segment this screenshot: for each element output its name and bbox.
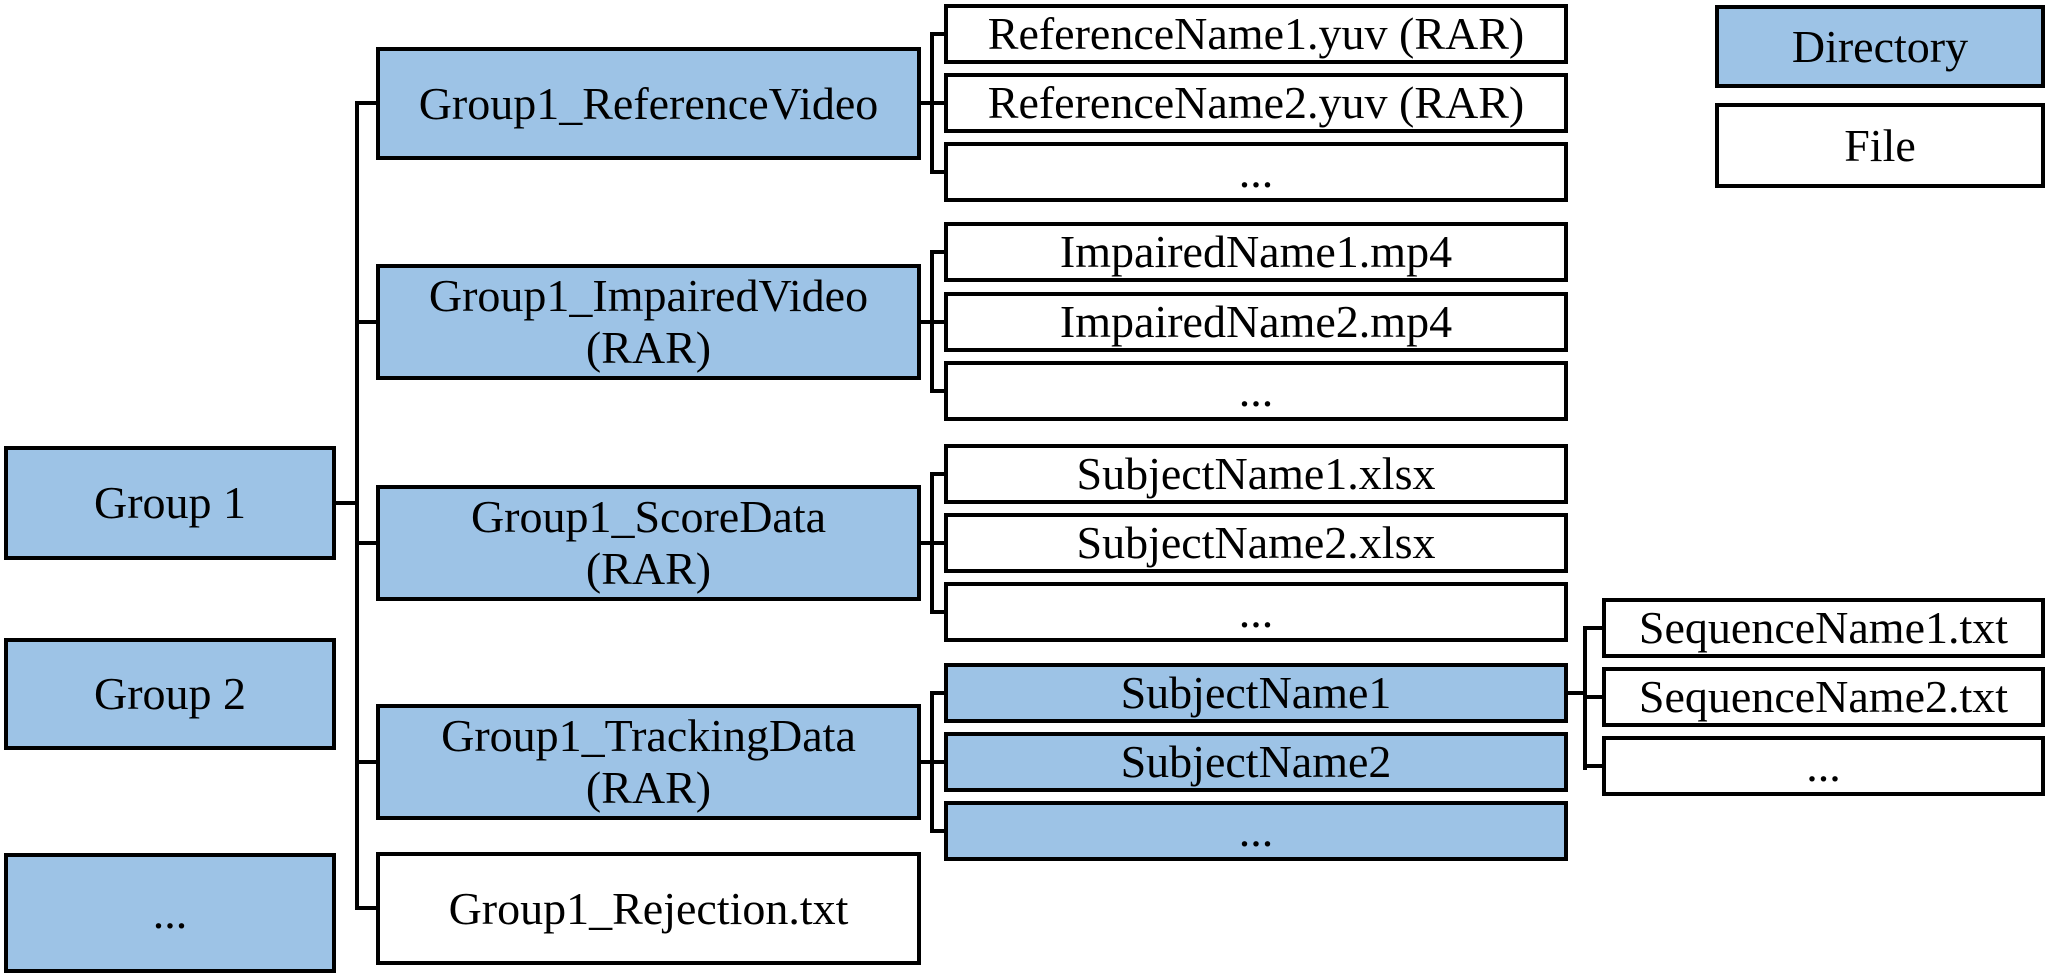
connector-group1-stub [336,501,359,505]
file-label-subjectname1-xlsx: SubjectName1.xlsx [1076,448,1436,499]
file-label-impairedname2: ImpairedName2.mp4 [1059,296,1453,347]
connector-trackingdata-parent-stub [921,760,934,764]
file-box-referencename1: ReferenceName1.yuv (RAR) [944,4,1568,64]
connector-subjectname1-stub [930,691,944,695]
connector-stub-scoredata [355,541,376,545]
dir-label-group-1: Group 1 [93,477,247,528]
connector-subjectname2-stub [930,760,944,764]
connector-reference-ellipsis-stub [930,170,944,174]
file-label-sequencename1: SequenceName1.txt [1638,602,2009,653]
dir-box-subjectname2: SubjectName2 [944,732,1568,792]
file-box-subjectname1-xlsx: SubjectName1.xlsx [944,444,1568,504]
dir-box-group1-impairedvideo: Group1_ImpairedVideo (RAR) [376,264,921,380]
file-box-impairedname1: ImpairedName1.mp4 [944,222,1568,282]
dir-box-group1-trackingdata: Group1_TrackingData (RAR) [376,704,921,820]
file-label-sequencename2: SequenceName2.txt [1638,671,2009,722]
file-box-score-ellipsis: ... [944,582,1568,642]
connector-group1-trunk [355,101,359,910]
file-box-reference-ellipsis: ... [944,142,1568,202]
file-box-impairedname2: ImpairedName2.mp4 [944,292,1568,352]
connector-impairedname1-stub [930,250,944,254]
legend-directory-swatch: Directory [1715,5,2045,88]
file-box-impaired-ellipsis: ... [944,361,1568,421]
connector-subjectname1-parent-stub [1568,691,1587,695]
connector-subject-ellipsis-stub [930,829,944,833]
file-label-referencename2: ReferenceName2.yuv (RAR) [987,77,1525,128]
connector-stub-referencevideo [355,101,376,105]
file-label-impaired-ellipsis: ... [1238,365,1274,416]
connector-subjectname2-xlsx-stub [930,541,944,545]
dir-label-subjectname1: SubjectName1 [1120,667,1392,718]
dir-box-group-2: Group 2 [4,638,336,750]
connector-stub-rejection [355,906,376,910]
connector-referencevideo-parent-stub [921,101,934,105]
dir-label-group1-referencevideo: Group1_ReferenceVideo [418,77,879,129]
dir-box-group-1: Group 1 [4,446,336,560]
dir-format-note-impairedvideo: (RAR) [585,322,712,373]
dir-label-subjectname2: SubjectName2 [1120,736,1392,787]
connector-stub-trackingdata [355,760,376,764]
file-box-group1-rejection: Group1_Rejection.txt [376,852,921,965]
dir-label-group1-scoredata: Group1_ScoreData [470,491,827,542]
connector-referencename2-stub [930,101,944,105]
file-label-score-ellipsis: ... [1238,586,1274,637]
file-label-sequence-ellipsis: ... [1806,740,1841,791]
connector-stub-impairedvideo [355,320,376,324]
connector-sequence-ellipsis-stub [1583,764,1602,768]
dir-label-subject-ellipsis: ... [1238,805,1274,856]
connector-impairedvideo-parent-stub [921,320,934,324]
connector-score-ellipsis-stub [930,610,944,614]
connector-referencename1-stub [930,32,944,36]
dir-box-subject-ellipsis: ... [944,801,1568,861]
file-label-group1-rejection: Group1_Rejection.txt [448,882,849,934]
file-label-reference-ellipsis: ... [1238,146,1274,197]
dir-box-group1-referencevideo: Group1_ReferenceVideo [376,47,921,160]
dir-label-group1-trackingdata: Group1_TrackingData [441,710,856,761]
file-label-referencename1: ReferenceName1.yuv (RAR) [987,8,1525,59]
file-box-sequence-ellipsis: ... [1602,736,2045,796]
connector-impairedname2-stub [930,320,944,324]
legend-directory-label: Directory [1791,20,1969,72]
dir-label-group1-impairedvideo: Group1_ImpairedVideo [428,270,869,321]
file-label-subjectname2-xlsx: SubjectName2.xlsx [1076,517,1436,568]
connector-sequencename1-stub [1583,626,1602,630]
dir-box-subjectname1: SubjectName1 [944,663,1568,723]
legend-file-swatch: File [1715,103,2045,188]
file-box-sequencename1: SequenceName1.txt [1602,598,2045,658]
dir-box-group1-scoredata: Group1_ScoreData (RAR) [376,485,921,601]
dir-box-group-ellipsis: ... [4,853,336,973]
file-box-sequencename2: SequenceName2.txt [1602,667,2045,727]
dir-label-group-ellipsis: ... [152,887,188,938]
file-box-subjectname2-xlsx: SubjectName2.xlsx [944,513,1568,573]
connector-scoredata-parent-stub [921,541,934,545]
dir-format-note-scoredata: (RAR) [585,543,712,594]
connector-sequencename2-stub [1583,695,1602,699]
connector-subjectname1-xlsx-stub [930,472,944,476]
dir-format-note-trackingdata: (RAR) [585,762,712,813]
connector-impaired-ellipsis-stub [930,389,944,393]
file-label-impairedname1: ImpairedName1.mp4 [1059,226,1453,277]
legend-file-label: File [1844,119,1916,171]
file-box-referencename2: ReferenceName2.yuv (RAR) [944,73,1568,133]
dir-label-group-2: Group 2 [93,668,247,719]
